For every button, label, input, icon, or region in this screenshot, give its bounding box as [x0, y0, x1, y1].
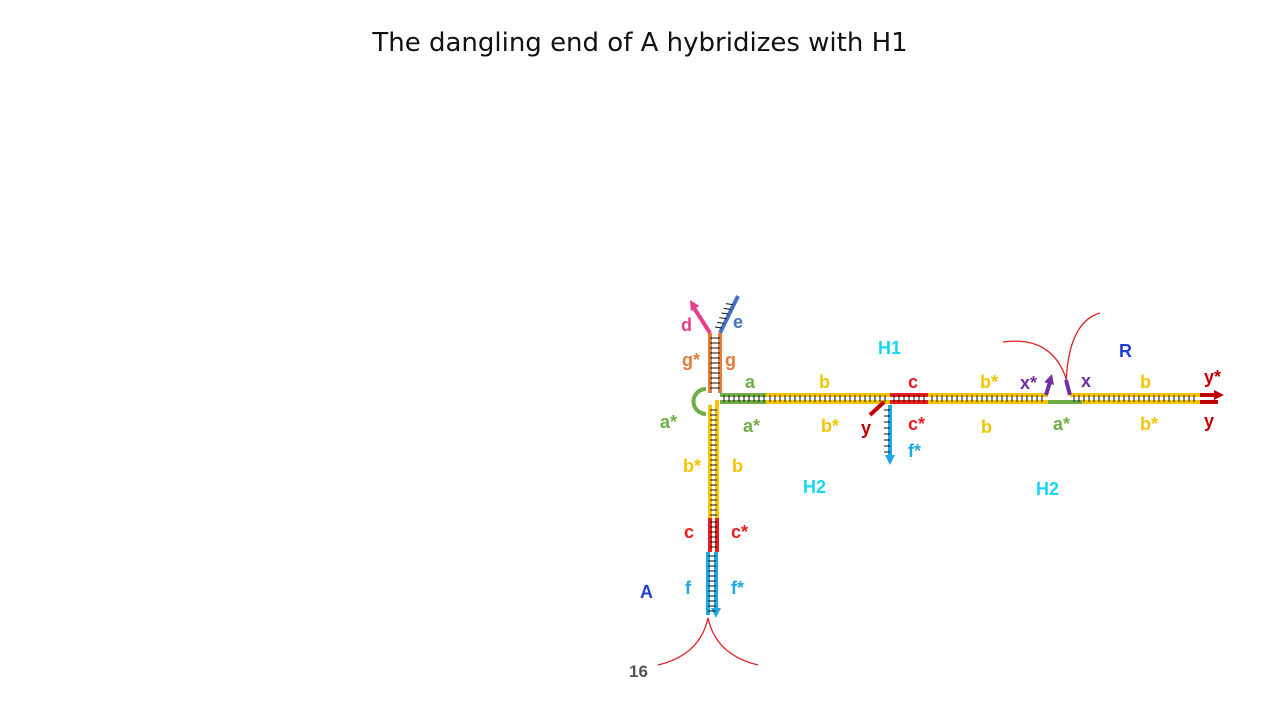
f-star-arrowhead: [711, 608, 721, 618]
label-strand-h2-right: H2: [1036, 479, 1059, 499]
label-a-star-right: a*: [1053, 414, 1070, 434]
label-c-vertical: c: [684, 522, 694, 542]
arc-bottom-left: [657, 617, 709, 666]
label-b-star-top: b*: [980, 372, 998, 392]
label-b-bottom: b: [981, 417, 992, 437]
label-y-left: y: [861, 418, 871, 438]
arc-top-right: [1065, 312, 1101, 386]
y-star-arrowhead: [1214, 390, 1224, 400]
label-y-star: y*: [1204, 367, 1221, 387]
domain-x-star-strand: [1044, 381, 1052, 396]
base-pair-tick: [714, 326, 723, 329]
label-b-vertical: b: [732, 456, 743, 476]
label-e: e: [733, 312, 743, 332]
label-strand-r: R: [1119, 341, 1132, 361]
slide-title: The dangling end of A hybridizes with H1: [372, 28, 908, 58]
label-b-top-h1: b: [819, 372, 830, 392]
label-b-top-r: b: [1140, 372, 1151, 392]
domain-x-strand: [1064, 379, 1072, 396]
base-pair-tick: [721, 312, 729, 315]
label-b-star-bottom-h2: b*: [821, 416, 839, 436]
label-y-right: y: [1204, 411, 1214, 431]
label-f-star-right: f*: [908, 441, 921, 461]
base-pair-tick: [719, 317, 727, 320]
label-b-star-vertical: b*: [683, 456, 701, 476]
domain-d-strand: [692, 306, 712, 335]
page-number: 16: [629, 662, 648, 681]
label-g: g: [725, 350, 736, 370]
label-f: f: [685, 578, 692, 598]
domain-e-strand: [718, 295, 740, 334]
domain-a-star-loop: [691, 387, 707, 416]
base-pair-ticks: [708, 303, 1195, 612]
label-a-star-bottom: a*: [743, 416, 760, 436]
base-pair-tick: [723, 307, 731, 310]
base-pair-tick: [717, 321, 725, 324]
label-b-star-bottom-r: b*: [1140, 414, 1158, 434]
label-x-star: x*: [1020, 373, 1037, 393]
domain-y-left-strand: [868, 400, 886, 417]
strand-segments: [690, 295, 1224, 618]
reaction-arcs: [657, 312, 1101, 666]
label-a-star-loop: a*: [660, 412, 677, 432]
domain-labels: d e g* g a* a a* b* b c c* f f* A H1 b b* c y c* f* H2 b* b x* x a…: [640, 312, 1221, 602]
label-a-top: a: [745, 372, 756, 392]
label-x: x: [1081, 371, 1091, 391]
label-g-star: g*: [682, 350, 700, 370]
label-d: d: [681, 315, 692, 335]
f-star-right-arrowhead: [885, 455, 895, 465]
x-star-arrowhead: [1044, 374, 1054, 386]
label-c-top-h1: c: [908, 372, 918, 392]
arc-bottom-right: [707, 617, 759, 666]
d-arrowhead: [690, 300, 700, 312]
label-strand-a: A: [640, 582, 653, 602]
label-c-star-bottom: c*: [908, 414, 925, 434]
label-strand-h2-left: H2: [803, 477, 826, 497]
label-c-star-vertical: c*: [731, 522, 748, 542]
base-pair-tick: [725, 303, 733, 306]
label-f-star: f*: [731, 578, 744, 598]
arc-top-left: [1002, 340, 1069, 386]
label-strand-h1: H1: [878, 338, 901, 358]
